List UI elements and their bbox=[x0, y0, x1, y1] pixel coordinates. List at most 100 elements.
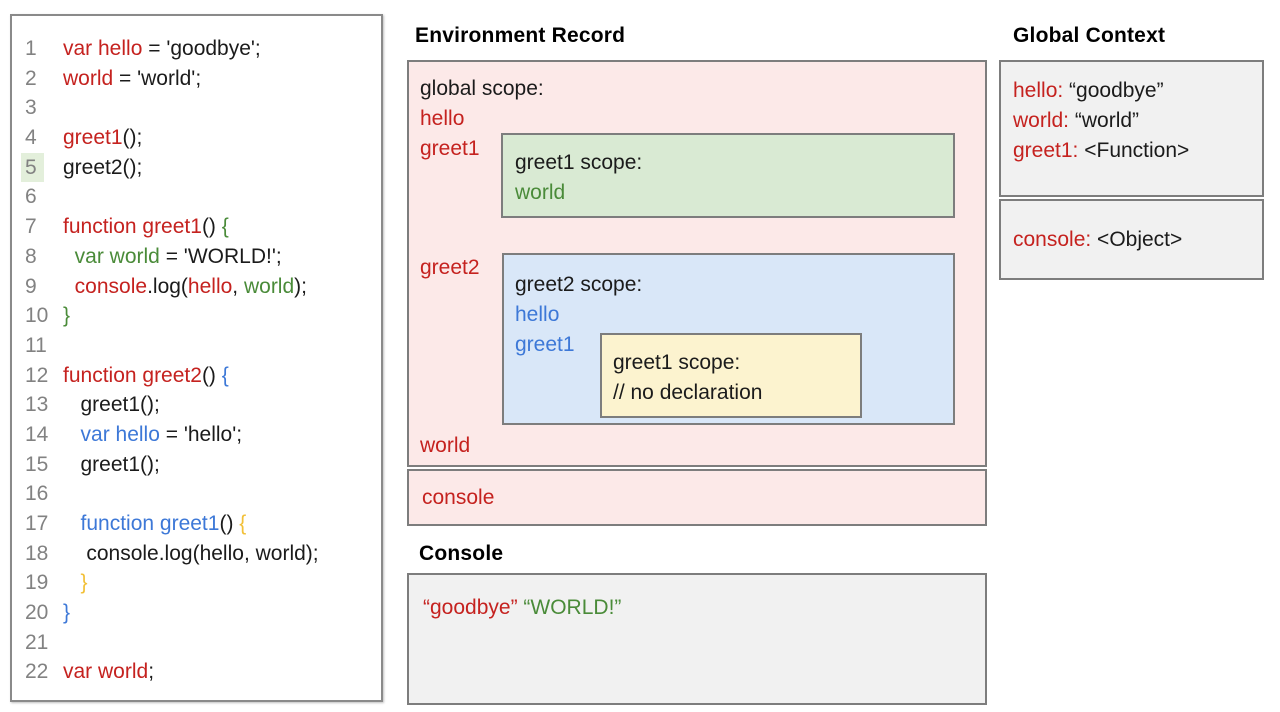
code-token: greet1 bbox=[63, 126, 123, 150]
code-text: greet2(); bbox=[63, 153, 142, 183]
variable-name: world: bbox=[1013, 109, 1070, 132]
line-number: 12 bbox=[12, 361, 63, 391]
line-number: 4 bbox=[12, 123, 63, 153]
text-segment: “goodbye” bbox=[423, 596, 518, 619]
inner-greet1-scope-box: greet1 scope: // no declaration bbox=[600, 333, 862, 418]
greet2-scope-var-hello: hello bbox=[515, 303, 560, 326]
code-token: console.log(hello, world); bbox=[63, 541, 319, 565]
line-number: 16 bbox=[12, 479, 63, 509]
code-text: greet1(); bbox=[63, 390, 160, 420]
code-text: var hello = 'hello'; bbox=[63, 420, 243, 450]
console-output-box: “goodbye” “WORLD!” bbox=[407, 573, 987, 705]
code-token: var world bbox=[63, 660, 149, 684]
global-context-variables-box: hello: “goodbye”world: “world”greet1: <F… bbox=[999, 60, 1264, 197]
code-line: 12 function greet2() { bbox=[12, 361, 381, 391]
code-line: 9 console.log(hello, world); bbox=[12, 272, 381, 302]
console-scope-box: console bbox=[407, 469, 987, 526]
line-number-text: 17 bbox=[25, 512, 49, 535]
code-token: function greet2 bbox=[63, 363, 202, 387]
variable-value: “world” bbox=[1069, 109, 1140, 132]
line-number: 14 bbox=[12, 420, 63, 450]
global-var-greet1: greet1 bbox=[420, 137, 480, 160]
code-line: 2 world = 'world'; bbox=[12, 64, 381, 94]
code-text: function greet1() { bbox=[63, 212, 229, 242]
line-number: 13 bbox=[12, 390, 63, 420]
code-line: 18 console.log(hello, world); bbox=[12, 539, 381, 569]
line-number: 2 bbox=[12, 64, 63, 94]
code-token: (); bbox=[122, 126, 143, 150]
line-number-text: 20 bbox=[25, 601, 49, 625]
environment-record-title: Environment Record bbox=[415, 24, 626, 47]
code-text: greet1(); bbox=[63, 450, 160, 480]
code-line: 21 bbox=[12, 628, 381, 658]
code-token: var hello bbox=[63, 37, 143, 60]
code-token: var world bbox=[74, 244, 160, 268]
code-text: } bbox=[63, 568, 88, 598]
inner-greet1-scope-comment: // no declaration bbox=[613, 381, 763, 404]
line-number-text: 7 bbox=[25, 215, 37, 239]
code-text: } bbox=[63, 598, 70, 628]
line-number-text: 2 bbox=[25, 66, 37, 90]
greet2-scope-label: greet2 scope: bbox=[515, 273, 643, 296]
line-number: 5 bbox=[12, 152, 63, 183]
line-number-text: 12 bbox=[25, 363, 49, 387]
code-token: function greet1 bbox=[63, 215, 202, 239]
line-number: 22 bbox=[12, 657, 63, 687]
code-token: = 'hello'; bbox=[159, 422, 243, 446]
code-token: = 'world'; bbox=[113, 66, 202, 90]
greet1-scope-var-world: world bbox=[515, 181, 566, 204]
code-line: 13 greet1(); bbox=[12, 390, 381, 420]
code-line: 19 } bbox=[12, 568, 381, 598]
line-number-text: 22 bbox=[25, 660, 49, 684]
code-token: { bbox=[221, 363, 229, 387]
line-number-text: 6 bbox=[25, 185, 37, 209]
code-token: var hello bbox=[80, 422, 160, 446]
global-var-greet2: greet2 bbox=[420, 256, 480, 279]
code-token: greet2(); bbox=[63, 155, 143, 179]
code-token: greet1(); bbox=[63, 452, 160, 476]
global-var-console: console bbox=[422, 485, 495, 509]
line-number: 1 bbox=[12, 34, 63, 64]
line-number-text: 21 bbox=[25, 630, 49, 654]
code-line: 22 var world; bbox=[12, 657, 381, 687]
code-token: } bbox=[80, 571, 88, 595]
code-token: world bbox=[63, 66, 114, 90]
context-entry: hello: “goodbye” bbox=[1013, 76, 1262, 106]
code-token: } bbox=[63, 304, 71, 328]
variable-value: “goodbye” bbox=[1063, 79, 1164, 102]
code-text: var world; bbox=[63, 657, 154, 687]
code-line: 8 var world = 'WORLD!'; bbox=[12, 242, 381, 272]
line-number: 17 bbox=[12, 509, 63, 539]
code-token bbox=[63, 571, 81, 594]
code-line: 10} bbox=[12, 301, 381, 331]
line-number: 11 bbox=[12, 331, 63, 361]
code-text: var hello = 'goodbye'; bbox=[63, 34, 261, 64]
line-number-text: 14 bbox=[25, 422, 49, 446]
global-scope-label: global scope: bbox=[420, 77, 544, 100]
code-token: () bbox=[219, 512, 240, 535]
line-number-text: 19 bbox=[25, 571, 49, 595]
code-line: 20} bbox=[12, 598, 381, 628]
code-token bbox=[63, 245, 75, 268]
code-token: hello bbox=[187, 274, 233, 298]
line-number: 15 bbox=[12, 450, 63, 480]
line-number: 7 bbox=[12, 212, 63, 242]
code-line: 3 bbox=[12, 93, 381, 123]
global-var-world: world bbox=[420, 434, 471, 457]
line-number: 9 bbox=[12, 272, 63, 302]
line-number-text: 8 bbox=[25, 244, 37, 268]
code-token: .log( bbox=[147, 274, 188, 298]
code-line: 14 var hello = 'hello'; bbox=[12, 420, 381, 450]
line-number: 6 bbox=[12, 182, 63, 212]
code-text: function greet2() { bbox=[63, 361, 229, 391]
code-line: 11 bbox=[12, 331, 381, 361]
code-token bbox=[63, 423, 81, 446]
code-line: 16 bbox=[12, 479, 381, 509]
greet2-scope-box: greet2 scope: hello greet1 greet1 scope:… bbox=[502, 253, 955, 425]
code-token: function greet1 bbox=[80, 512, 220, 535]
line-number: 10 bbox=[12, 301, 63, 331]
